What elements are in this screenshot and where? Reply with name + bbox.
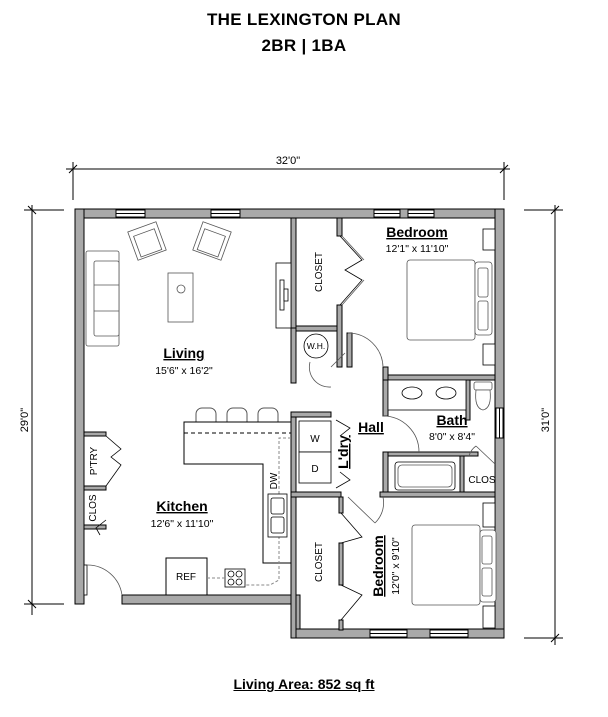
bath-door[interactable] [382,415,420,453]
bedroom-2-label: Bedroom [370,535,386,596]
plan-subtitle: 2BR | 1BA [261,36,347,55]
coffee-table [167,272,194,323]
kitchen-label: Kitchen [156,498,207,514]
washer-dryer [298,420,332,484]
bed-2 [411,502,497,629]
windows [115,209,504,638]
armchair-right [192,221,232,261]
bedroom-1-size: 12'1" x 11'10" [386,243,449,255]
tv-console [275,262,292,329]
sink [267,493,288,538]
bedroom-1-door[interactable] [347,332,384,368]
dishwasher-label: DW [269,472,280,489]
dimension-lines [24,162,563,645]
coat-closet[interactable] [95,519,107,536]
pantry-label: P'TRY [89,446,100,475]
dryer-label: D [311,464,318,475]
water-heater: W.H. [303,333,329,359]
closet-1-doors[interactable] [339,235,365,306]
refrigerator: REF [165,557,208,596]
living-room-size: 15'6" x 16'2" [155,365,213,377]
closet-1-label: CLOSET [314,252,325,292]
bath-closet-door[interactable] [468,445,496,465]
water-heater-label: W.H. [307,341,325,351]
bedroom-1-label: Bedroom [386,224,447,240]
closet-2-doors[interactable] [340,512,363,621]
bedroom-2-size: 12'0" x 9'10" [390,537,402,595]
right-height-dimension: 31'0" [540,408,552,432]
cooktop [224,568,246,588]
bath-closet-label: CLOS [468,475,496,486]
water-heater-door[interactable] [309,352,346,388]
living-room-label: Living [163,345,204,361]
bedroom-2-door[interactable] [347,496,384,524]
sofa [85,250,120,347]
bath-size: 8'0" x 8'4" [429,431,475,443]
bath-label: Bath [436,412,467,428]
bathtub [394,461,456,491]
toilet [473,381,493,411]
width-dimension: 32'0" [276,155,300,167]
interior-walls [83,217,496,639]
coat-closet-label: CLOS [88,494,99,522]
bed-1 [406,228,496,366]
kitchen-island [183,407,292,564]
hall-label: Hall [358,419,384,435]
living-area: Living Area: 852 sq ft [233,676,375,692]
refrigerator-label: REF [176,572,196,583]
entry-door[interactable] [83,564,123,596]
laundry-label: L'dry [335,435,351,469]
kitchen-counter [230,437,291,586]
washer-label: W [310,434,320,445]
armchair-left [127,221,167,261]
vanity [387,379,467,411]
pantry[interactable] [105,435,122,487]
laundry-doors[interactable] [335,419,351,489]
left-height-dimension: 29'0" [19,408,31,432]
closet-2-label: CLOSET [314,542,325,582]
plan-title: THE LEXINGTON PLAN [207,10,401,29]
kitchen-size: 12'6" x 11'10" [151,518,214,530]
